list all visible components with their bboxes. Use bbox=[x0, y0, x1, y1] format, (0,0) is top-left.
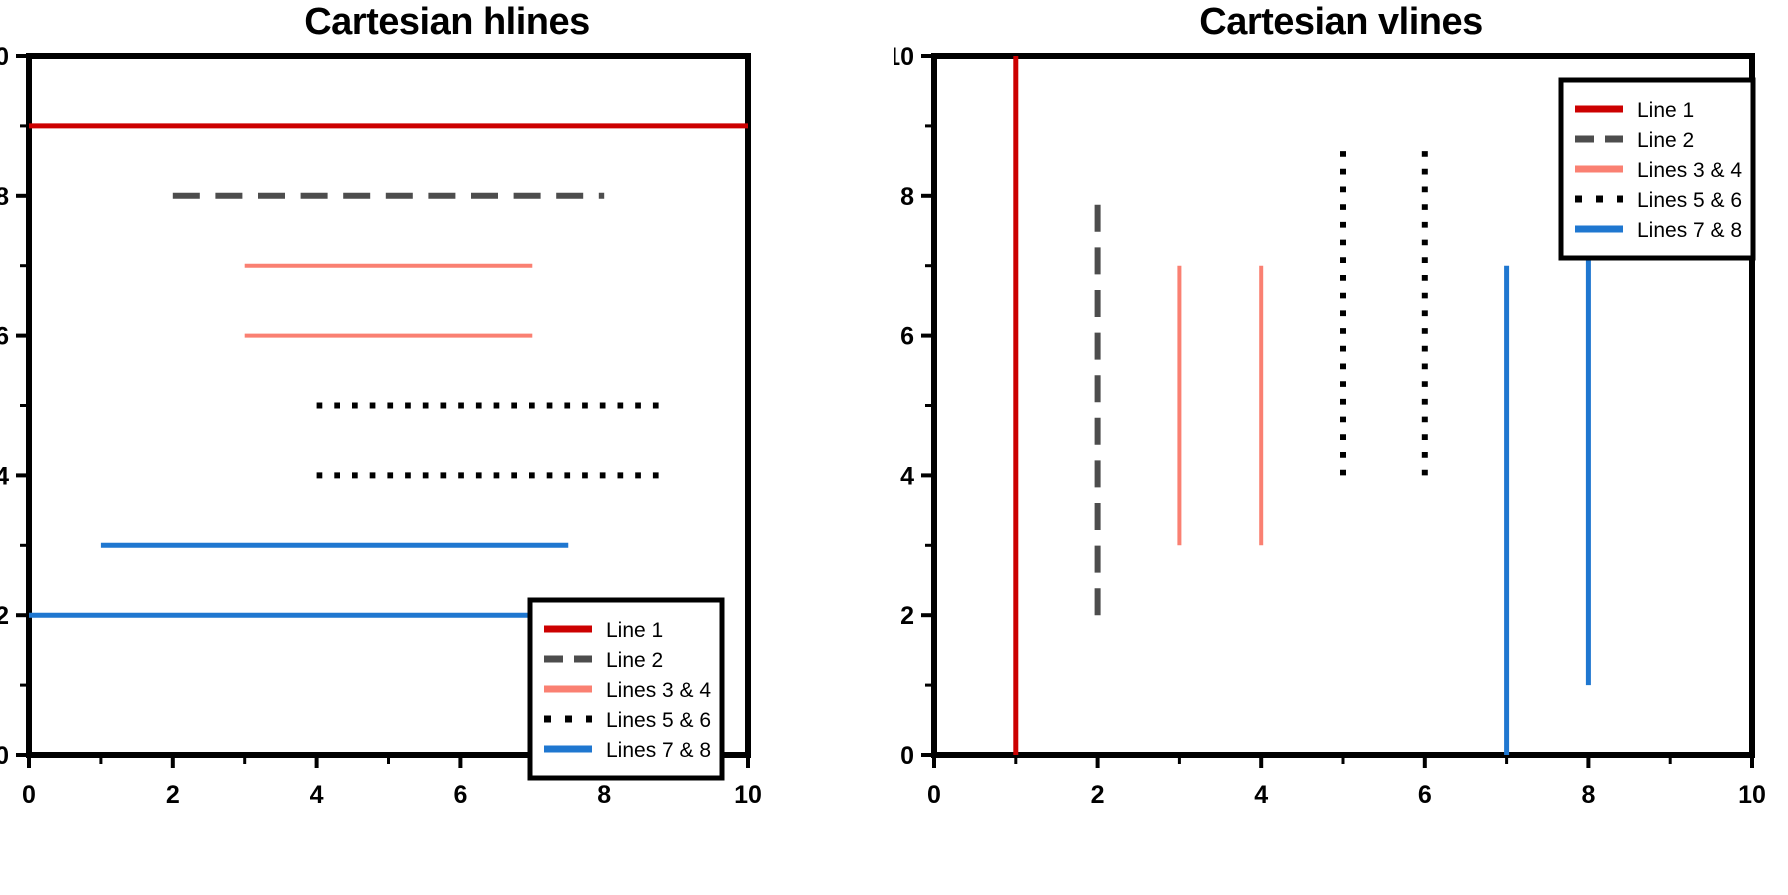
y-tick-label: 6 bbox=[0, 323, 9, 351]
x-tick-label: 6 bbox=[1418, 781, 1432, 809]
x-tick-label: 10 bbox=[1738, 781, 1766, 809]
x-tick-label: 8 bbox=[1581, 781, 1595, 809]
panel-title-vlines: Cartesian vlines bbox=[1199, 1, 1483, 43]
legend-label-3: Lines 3 & 4 bbox=[1637, 159, 1742, 182]
x-tick-label: 10 bbox=[734, 781, 762, 809]
panel-cartesian-hlines: Cartesian hlines 02468100246810Line 1Lin… bbox=[0, 1, 762, 809]
y-tick-label: 8 bbox=[0, 183, 9, 211]
legend-label-2: Line 2 bbox=[1637, 129, 1694, 152]
y-tick-label: 10 bbox=[894, 43, 914, 71]
legend-label-4: Lines 5 & 6 bbox=[606, 709, 711, 732]
x-tick-label: 8 bbox=[597, 781, 611, 809]
legend-label-5: Lines 7 & 8 bbox=[1637, 219, 1742, 242]
y-tick-label: 2 bbox=[900, 602, 914, 630]
legend-label-1: Line 1 bbox=[1637, 99, 1694, 122]
y-tick-label: 4 bbox=[900, 462, 914, 490]
x-tick-label: 2 bbox=[1091, 781, 1105, 809]
panel-title-hlines: Cartesian hlines bbox=[304, 1, 590, 43]
x-tick-label: 6 bbox=[453, 781, 467, 809]
y-tick-label: 0 bbox=[0, 742, 9, 770]
x-tick-label: 4 bbox=[310, 781, 324, 809]
y-tick-label: 4 bbox=[0, 462, 9, 490]
legend-label-3: Lines 3 & 4 bbox=[606, 679, 711, 702]
x-tick-label: 4 bbox=[1254, 781, 1268, 809]
legend-label-2: Line 2 bbox=[606, 649, 663, 672]
x-tick-label: 0 bbox=[22, 781, 36, 809]
y-tick-label: 8 bbox=[900, 183, 914, 211]
panel-cartesian-vlines: Cartesian vlines 02468100246810Line 1Lin… bbox=[894, 0, 1788, 895]
x-tick-label: 2 bbox=[166, 781, 180, 809]
legend-label-5: Lines 7 & 8 bbox=[606, 739, 711, 762]
y-tick-label: 6 bbox=[900, 323, 914, 351]
y-tick-label: 10 bbox=[0, 43, 9, 71]
y-tick-label: 0 bbox=[900, 742, 914, 770]
y-tick-label: 2 bbox=[0, 602, 9, 630]
legend-label-4: Lines 5 & 6 bbox=[1637, 189, 1742, 212]
x-tick-label: 0 bbox=[927, 781, 941, 809]
legend-label-1: Line 1 bbox=[606, 619, 663, 642]
